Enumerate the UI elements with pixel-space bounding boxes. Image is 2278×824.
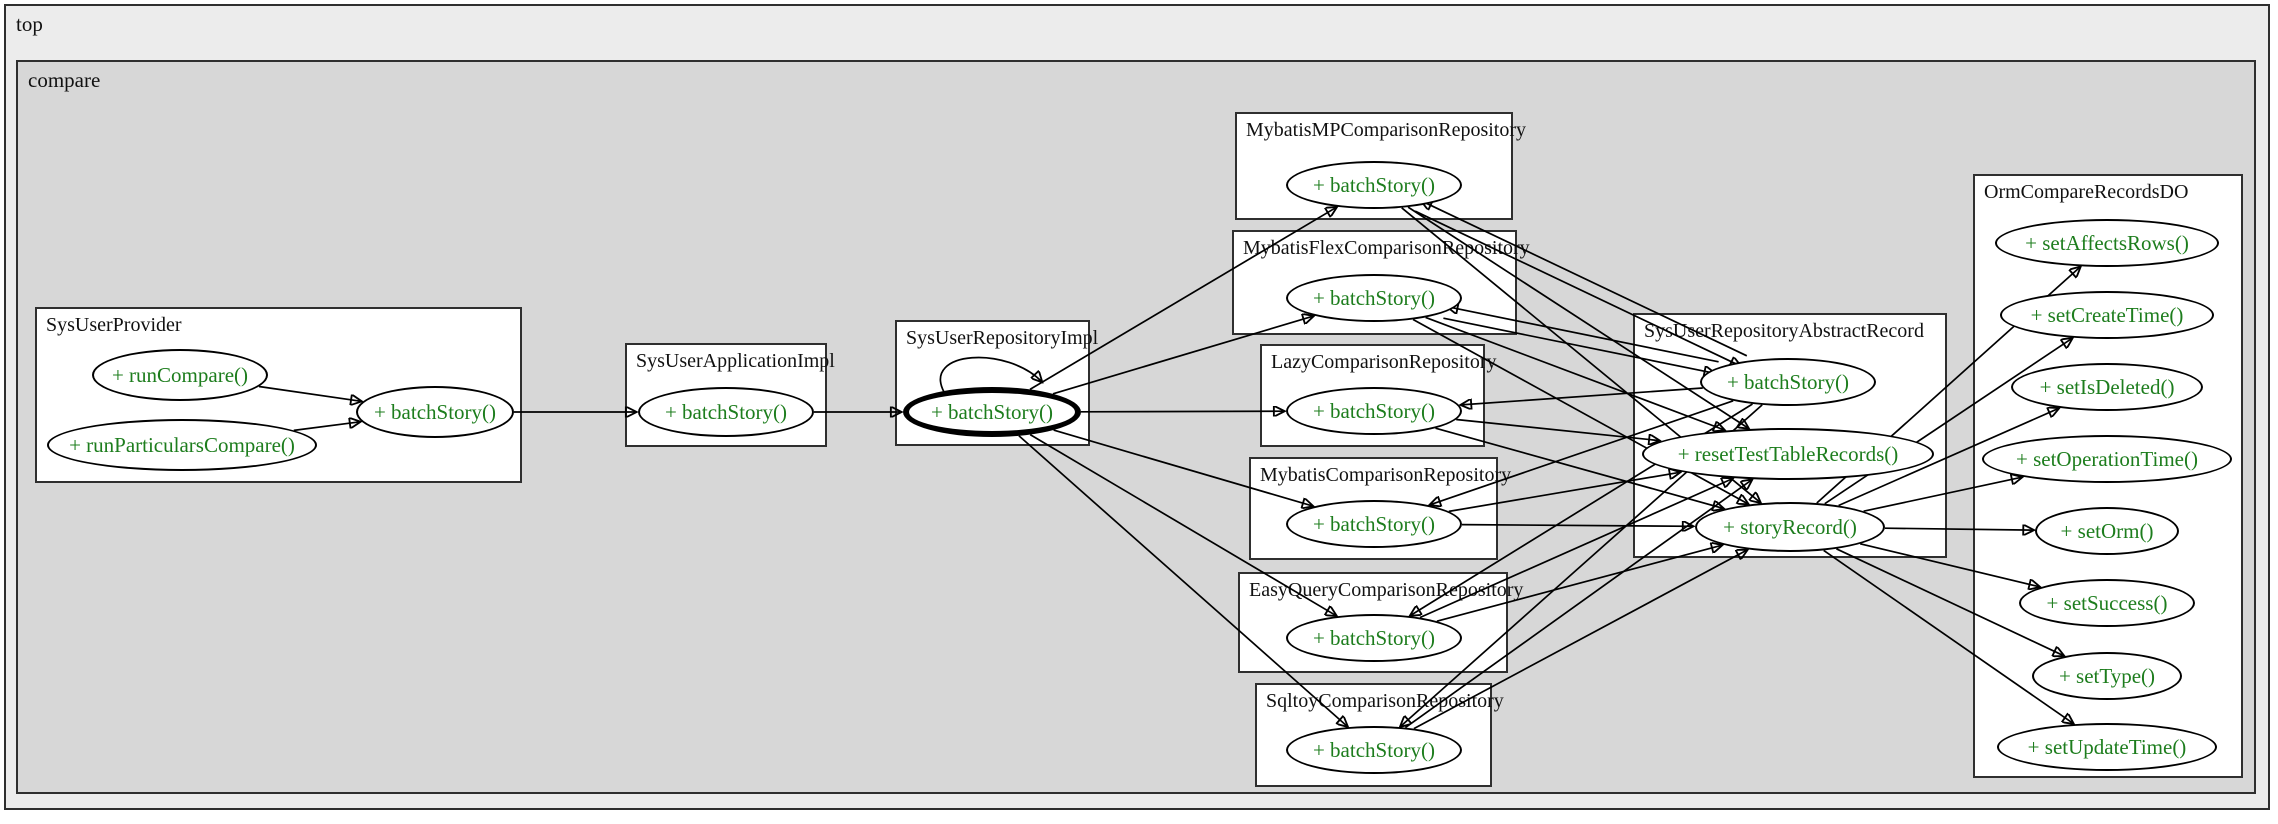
method-do-setcreatetime[interactable]: + setCreateTime() [2000,291,2214,339]
method-mybatisflex-batchstory[interactable]: + batchStory() [1286,274,1462,322]
class-title-sysuserprovider: SysUserProvider [46,314,182,336]
method-do-setupdatetime[interactable]: + setUpdateTime() [1997,723,2217,771]
method-label: + batchStory() [1312,737,1436,762]
method-sysuserprovider-runcompare[interactable]: + runCompare() [92,349,268,401]
method-label: + runParticularsCompare() [69,432,295,457]
method-label: + batchStory() [1312,625,1436,650]
method-label: + batchStory() [373,399,497,424]
class-title-mybatisflexcomparisonrepository: MybatisFlexComparisonRepository [1243,237,1530,259]
cluster-top-label: top [16,12,43,36]
method-label: + batchStory() [1312,511,1436,536]
method-lazy-batchstory[interactable]: + batchStory() [1286,387,1462,435]
method-do-settype[interactable]: + setType() [2032,652,2182,700]
method-do-setsuccess[interactable]: + setSuccess() [2019,579,2195,627]
class-title-mybatismpcomparisonrepository: MybatisMPComparisonRepository [1246,119,1527,141]
method-abstractrecord-storyrecord[interactable]: + storyRecord() [1695,502,1885,552]
method-do-setorm[interactable]: + setOrm() [2035,507,2179,555]
method-label: + setUpdateTime() [2027,734,2187,759]
class-title-ormcomparerecordsdo: OrmCompareRecordsDO [1984,181,2189,203]
method-abstractrecord-resettesttablerecords[interactable]: + resetTestTableRecords() [1642,428,1934,480]
method-sqltoy-batchstory[interactable]: + batchStory() [1286,726,1462,774]
method-label: + setIsDeleted() [2039,374,2175,399]
method-sysuserrepositoryimpl-batchstory-focused[interactable]: + batchStory() [903,387,1081,437]
method-sysuserapplicationimpl-batchstory[interactable]: + batchStory() [638,387,814,437]
method-label: + setOperationTime() [2016,446,2198,471]
method-label: + storyRecord() [1723,514,1857,539]
method-label: + batchStory() [664,399,788,424]
class-title-lazycomparisonrepository: LazyComparisonRepository [1271,351,1497,373]
class-title-sqltoycomparisonrepository: SqltoyComparisonRepository [1266,690,1504,712]
class-title-easyquerycomparisonrepository: EasyQueryComparisonRepository [1249,579,1524,601]
method-label: + setAffectsRows() [2025,230,2189,255]
method-label: + setType() [2058,663,2156,688]
cluster-compare-label: compare [28,68,101,92]
method-abstractrecord-batchstory[interactable]: + batchStory() [1700,358,1876,406]
method-label: + batchStory() [1726,369,1850,394]
method-easyquery-batchstory[interactable]: + batchStory() [1286,614,1462,662]
class-title-sysuserapplicationimpl: SysUserApplicationImpl [636,350,835,372]
method-label: + runCompare() [111,362,249,387]
method-do-setisdeleted[interactable]: + setIsDeleted() [2011,363,2203,411]
method-label: + batchStory() [1312,398,1436,423]
method-label: + batchStory() [1312,285,1436,310]
method-label: + batchStory() [1312,172,1436,197]
class-title-sysuserrepositoryimpl: SysUserRepositoryImpl [906,327,1099,349]
method-label: + setSuccess() [2046,590,2168,615]
method-do-setoperationtime[interactable]: + setOperationTime() [1982,435,2232,483]
method-mybatis-batchstory[interactable]: + batchStory() [1286,500,1462,548]
method-label: + batchStory() [930,399,1054,424]
method-label: + resetTestTableRecords() [1677,441,1899,466]
method-sysuserprovider-batchstory[interactable]: + batchStory() [356,386,514,438]
class-title-sysuserrepositoryabstractrecord: SysUserRepositoryAbstractRecord [1644,320,1924,342]
method-label: + setOrm() [2060,518,2154,543]
method-mybatismp-batchstory[interactable]: + batchStory() [1286,161,1462,209]
method-sysuserprovider-runparticularscompare[interactable]: + runParticularsCompare() [47,419,317,471]
method-do-setaffectsrows[interactable]: + setAffectsRows() [1995,219,2219,267]
method-label: + setCreateTime() [2030,302,2184,327]
class-title-mybatiscomparisonrepository: MybatisComparisonRepository [1260,464,1512,486]
